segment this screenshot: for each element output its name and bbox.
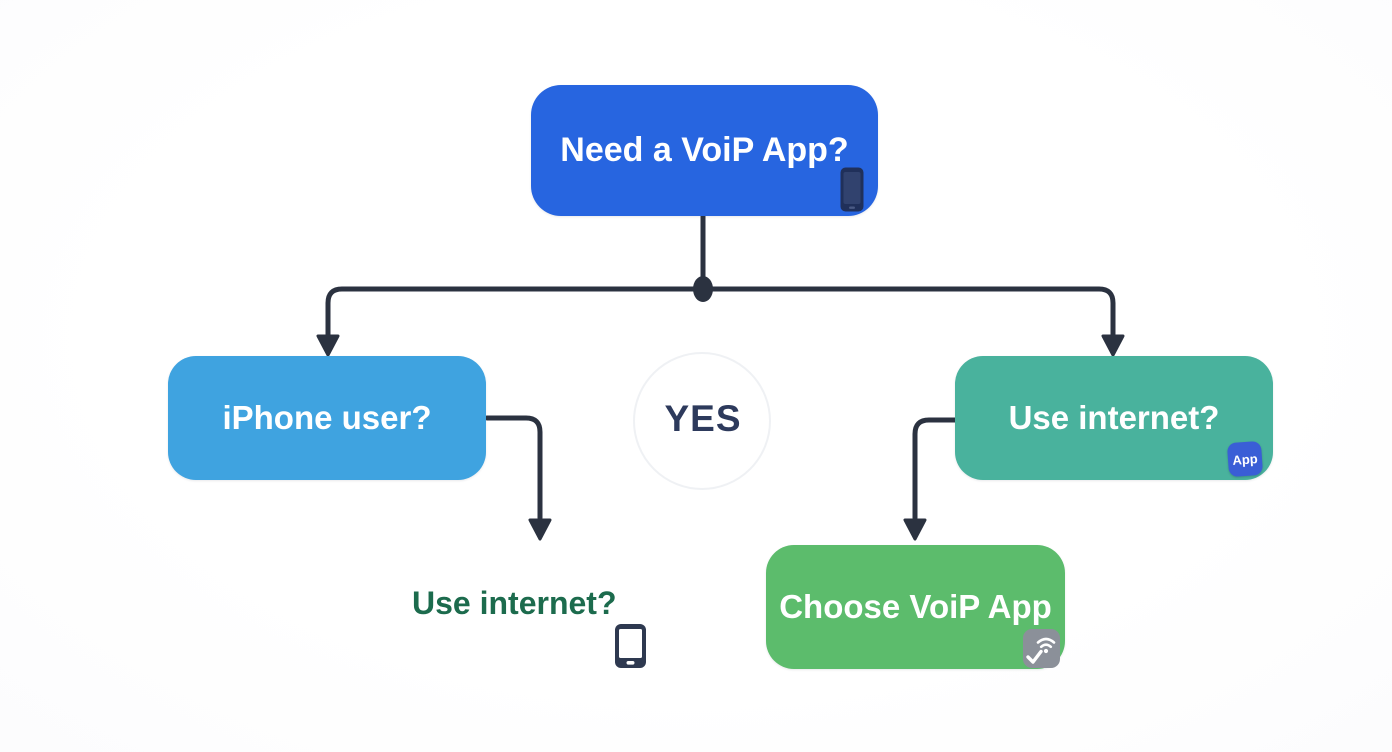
- app-badge: App: [1226, 440, 1264, 478]
- arrowhead-right: [1101, 334, 1125, 357]
- arrowhead-left: [316, 334, 340, 357]
- connector-left-leaf: [484, 415, 543, 521]
- arrowhead-left-leaf: [528, 518, 552, 541]
- node-iphone-user-label: iPhone user?: [222, 399, 432, 436]
- leaf-use-internet-label: Use internet?: [412, 585, 617, 621]
- wifi-check-icon: [1026, 637, 1056, 664]
- node-choose-voip-app-label: Choose VoiP App: [779, 588, 1052, 625]
- connector-branch-right: [700, 286, 1116, 341]
- branch-label-yes: YES: [664, 398, 742, 439]
- wifi-check-badge: [1023, 629, 1060, 668]
- wifi-arc-outer: [1036, 637, 1056, 644]
- junction-dot: [693, 276, 713, 302]
- node-need-voip-app-label: Need a VoiP App?: [560, 131, 849, 169]
- smartphone-outline-icon: [615, 624, 646, 668]
- yes-circle: [633, 352, 771, 490]
- arrowhead-right-leaf: [903, 518, 927, 541]
- check-icon: [1026, 649, 1043, 664]
- node-iphone-user: iPhone user?: [168, 356, 486, 480]
- wifi-dot: [1043, 648, 1049, 654]
- connector-branch-left: [325, 286, 706, 341]
- wifi-arc-inner: [1039, 643, 1053, 649]
- node-use-internet-label: Use internet?: [1008, 399, 1220, 436]
- node-use-internet: Use internet? App: [955, 356, 1273, 480]
- node-need-voip-app: Need a VoiP App?: [531, 85, 878, 216]
- app-badge-label: App: [1231, 450, 1259, 468]
- smartphone-icon: [840, 167, 864, 212]
- connector-right-leaf: [912, 417, 958, 521]
- node-choose-voip-app: Choose VoiP App: [766, 545, 1065, 669]
